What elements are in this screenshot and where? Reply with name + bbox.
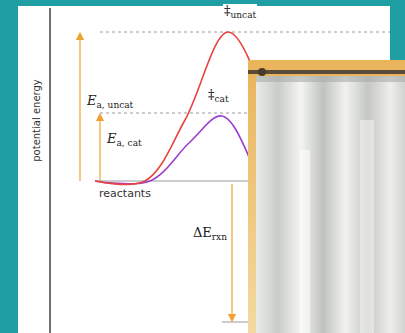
label-main: E [87, 93, 97, 108]
ea-cat-arrow [99, 117, 100, 181]
y-axis [49, 8, 50, 333]
activation-energy-label: Ea, uncat [86, 94, 134, 111]
label-main: ‡ [208, 87, 215, 102]
label-subscript: uncat [231, 10, 257, 20]
label-main: ΔE [193, 225, 212, 240]
label-subscript: a, cat [117, 138, 142, 148]
transition-state-label: ‡cat [207, 88, 230, 105]
delta-e-arrow [231, 184, 232, 318]
label-subscript: a, uncat [97, 100, 134, 110]
axis-title: potential energy [31, 78, 42, 163]
label-subscript: cat [215, 94, 229, 104]
activation-energy-label: Ea, cat [106, 132, 143, 149]
transition-state-label: ‡uncat [223, 4, 257, 21]
curtain-photo [248, 60, 405, 333]
label-subscript: rxn [212, 232, 227, 242]
reactants-label: reactants [98, 188, 152, 200]
uncat-level [100, 32, 390, 33]
reaction-energy-label: ΔErxn [192, 226, 228, 243]
ea-uncat-arrow [79, 36, 80, 181]
label-main: ‡ [224, 3, 231, 18]
label-main: E [107, 131, 117, 146]
